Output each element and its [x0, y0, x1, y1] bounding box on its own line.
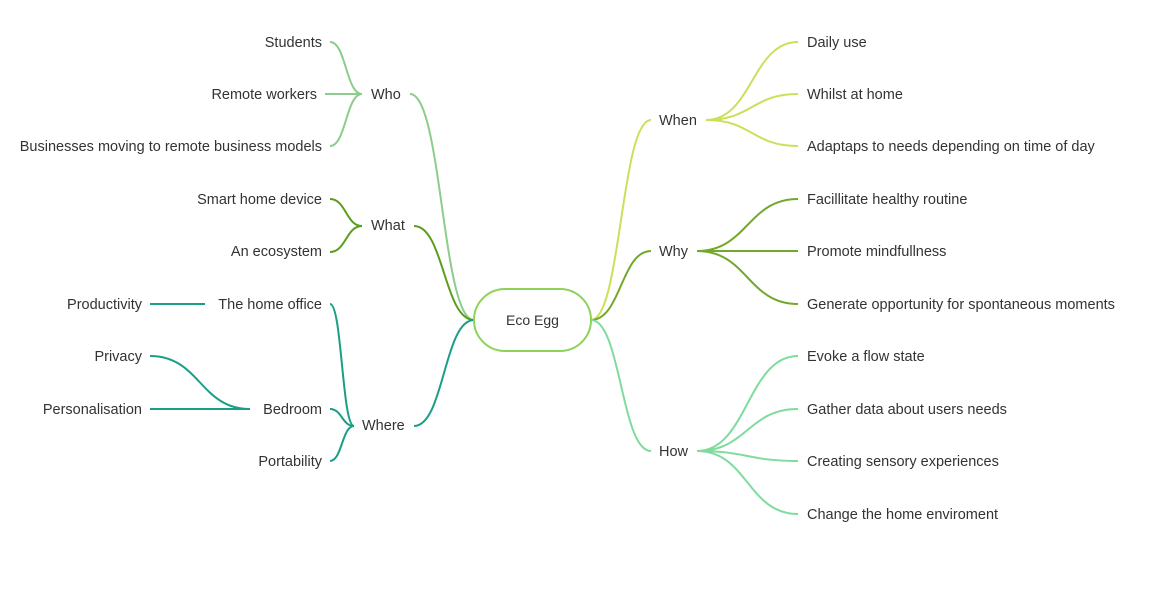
who-item-businesses[interactable]: Businesses moving to remote business mod…	[20, 139, 322, 155]
connector-how-home-enviroment	[696, 450, 799, 515]
connector-who-businesses	[329, 93, 363, 147]
connector-where-portability	[329, 425, 355, 462]
root-node[interactable]: Eco Egg	[473, 288, 592, 352]
root-node-label: Eco Egg	[506, 312, 559, 328]
connector-root-how	[590, 319, 652, 452]
when-item-whilst-at-home[interactable]: Whilst at home	[807, 87, 903, 103]
where-item-productivity[interactable]: Productivity	[67, 297, 143, 313]
connector-lines	[149, 41, 799, 515]
who-item-students[interactable]: Students	[265, 35, 322, 51]
connector-what-smart-home	[329, 198, 363, 227]
connector-when-whilst-at-home	[705, 93, 799, 121]
how-item-gather-data[interactable]: Gather data about users needs	[807, 402, 1007, 418]
why-item-mindfullness[interactable]: Promote mindfullness	[807, 244, 946, 260]
why-item-spontaneous-moments[interactable]: Generate opportunity for spontaneous mom…	[807, 297, 1115, 313]
connector-why-spontaneous	[696, 250, 799, 305]
connector-where-home-office	[329, 303, 355, 427]
branch-who-label[interactable]: Who	[371, 87, 401, 103]
how-item-home-enviroment[interactable]: Change the home enviroment	[807, 507, 998, 523]
branch-why-label[interactable]: Why	[659, 244, 689, 260]
connector-how-sensory	[696, 450, 799, 462]
why-item-healthy-routine[interactable]: Facillitate healthy routine	[807, 192, 967, 208]
connector-root-where	[413, 319, 475, 427]
connector-root-who	[409, 93, 475, 321]
branch-what-label[interactable]: What	[371, 218, 405, 234]
connector-root-when	[590, 119, 652, 321]
branch-where-label[interactable]: Where	[362, 418, 405, 434]
how-item-flow-state[interactable]: Evoke a flow state	[807, 349, 925, 365]
connector-how-flow-state	[696, 355, 799, 452]
where-item-bedroom[interactable]: Bedroom	[263, 402, 322, 418]
connector-root-what	[413, 225, 475, 321]
connector-when-daily-use	[705, 41, 799, 121]
connector-where-bedroom	[329, 408, 355, 427]
connector-root-why	[590, 250, 652, 321]
connector-what-ecosystem	[329, 225, 363, 253]
when-item-adapts-to-needs[interactable]: Adaptaps to needs depending on time of d…	[807, 139, 1096, 155]
connector-who-students	[329, 41, 363, 95]
when-item-daily-use[interactable]: Daily use	[807, 35, 867, 51]
what-item-smart-home-device[interactable]: Smart home device	[197, 192, 322, 208]
who-item-remote-workers[interactable]: Remote workers	[211, 87, 317, 103]
where-item-home-office[interactable]: The home office	[218, 297, 322, 313]
connector-why-healthy-routine	[696, 198, 799, 252]
where-item-portability[interactable]: Portability	[258, 454, 322, 470]
branch-when-label[interactable]: When	[659, 113, 697, 129]
what-item-ecosystem[interactable]: An ecosystem	[231, 244, 322, 260]
how-item-sensory-experiences[interactable]: Creating sensory experiences	[807, 454, 999, 470]
connector-bedroom-privacy	[149, 355, 251, 410]
where-item-personalisation[interactable]: Personalisation	[43, 402, 142, 418]
connector-how-gather-data	[696, 408, 799, 452]
branch-how-label[interactable]: How	[659, 444, 689, 460]
connector-when-adapts	[705, 119, 799, 147]
where-item-privacy[interactable]: Privacy	[94, 349, 142, 365]
